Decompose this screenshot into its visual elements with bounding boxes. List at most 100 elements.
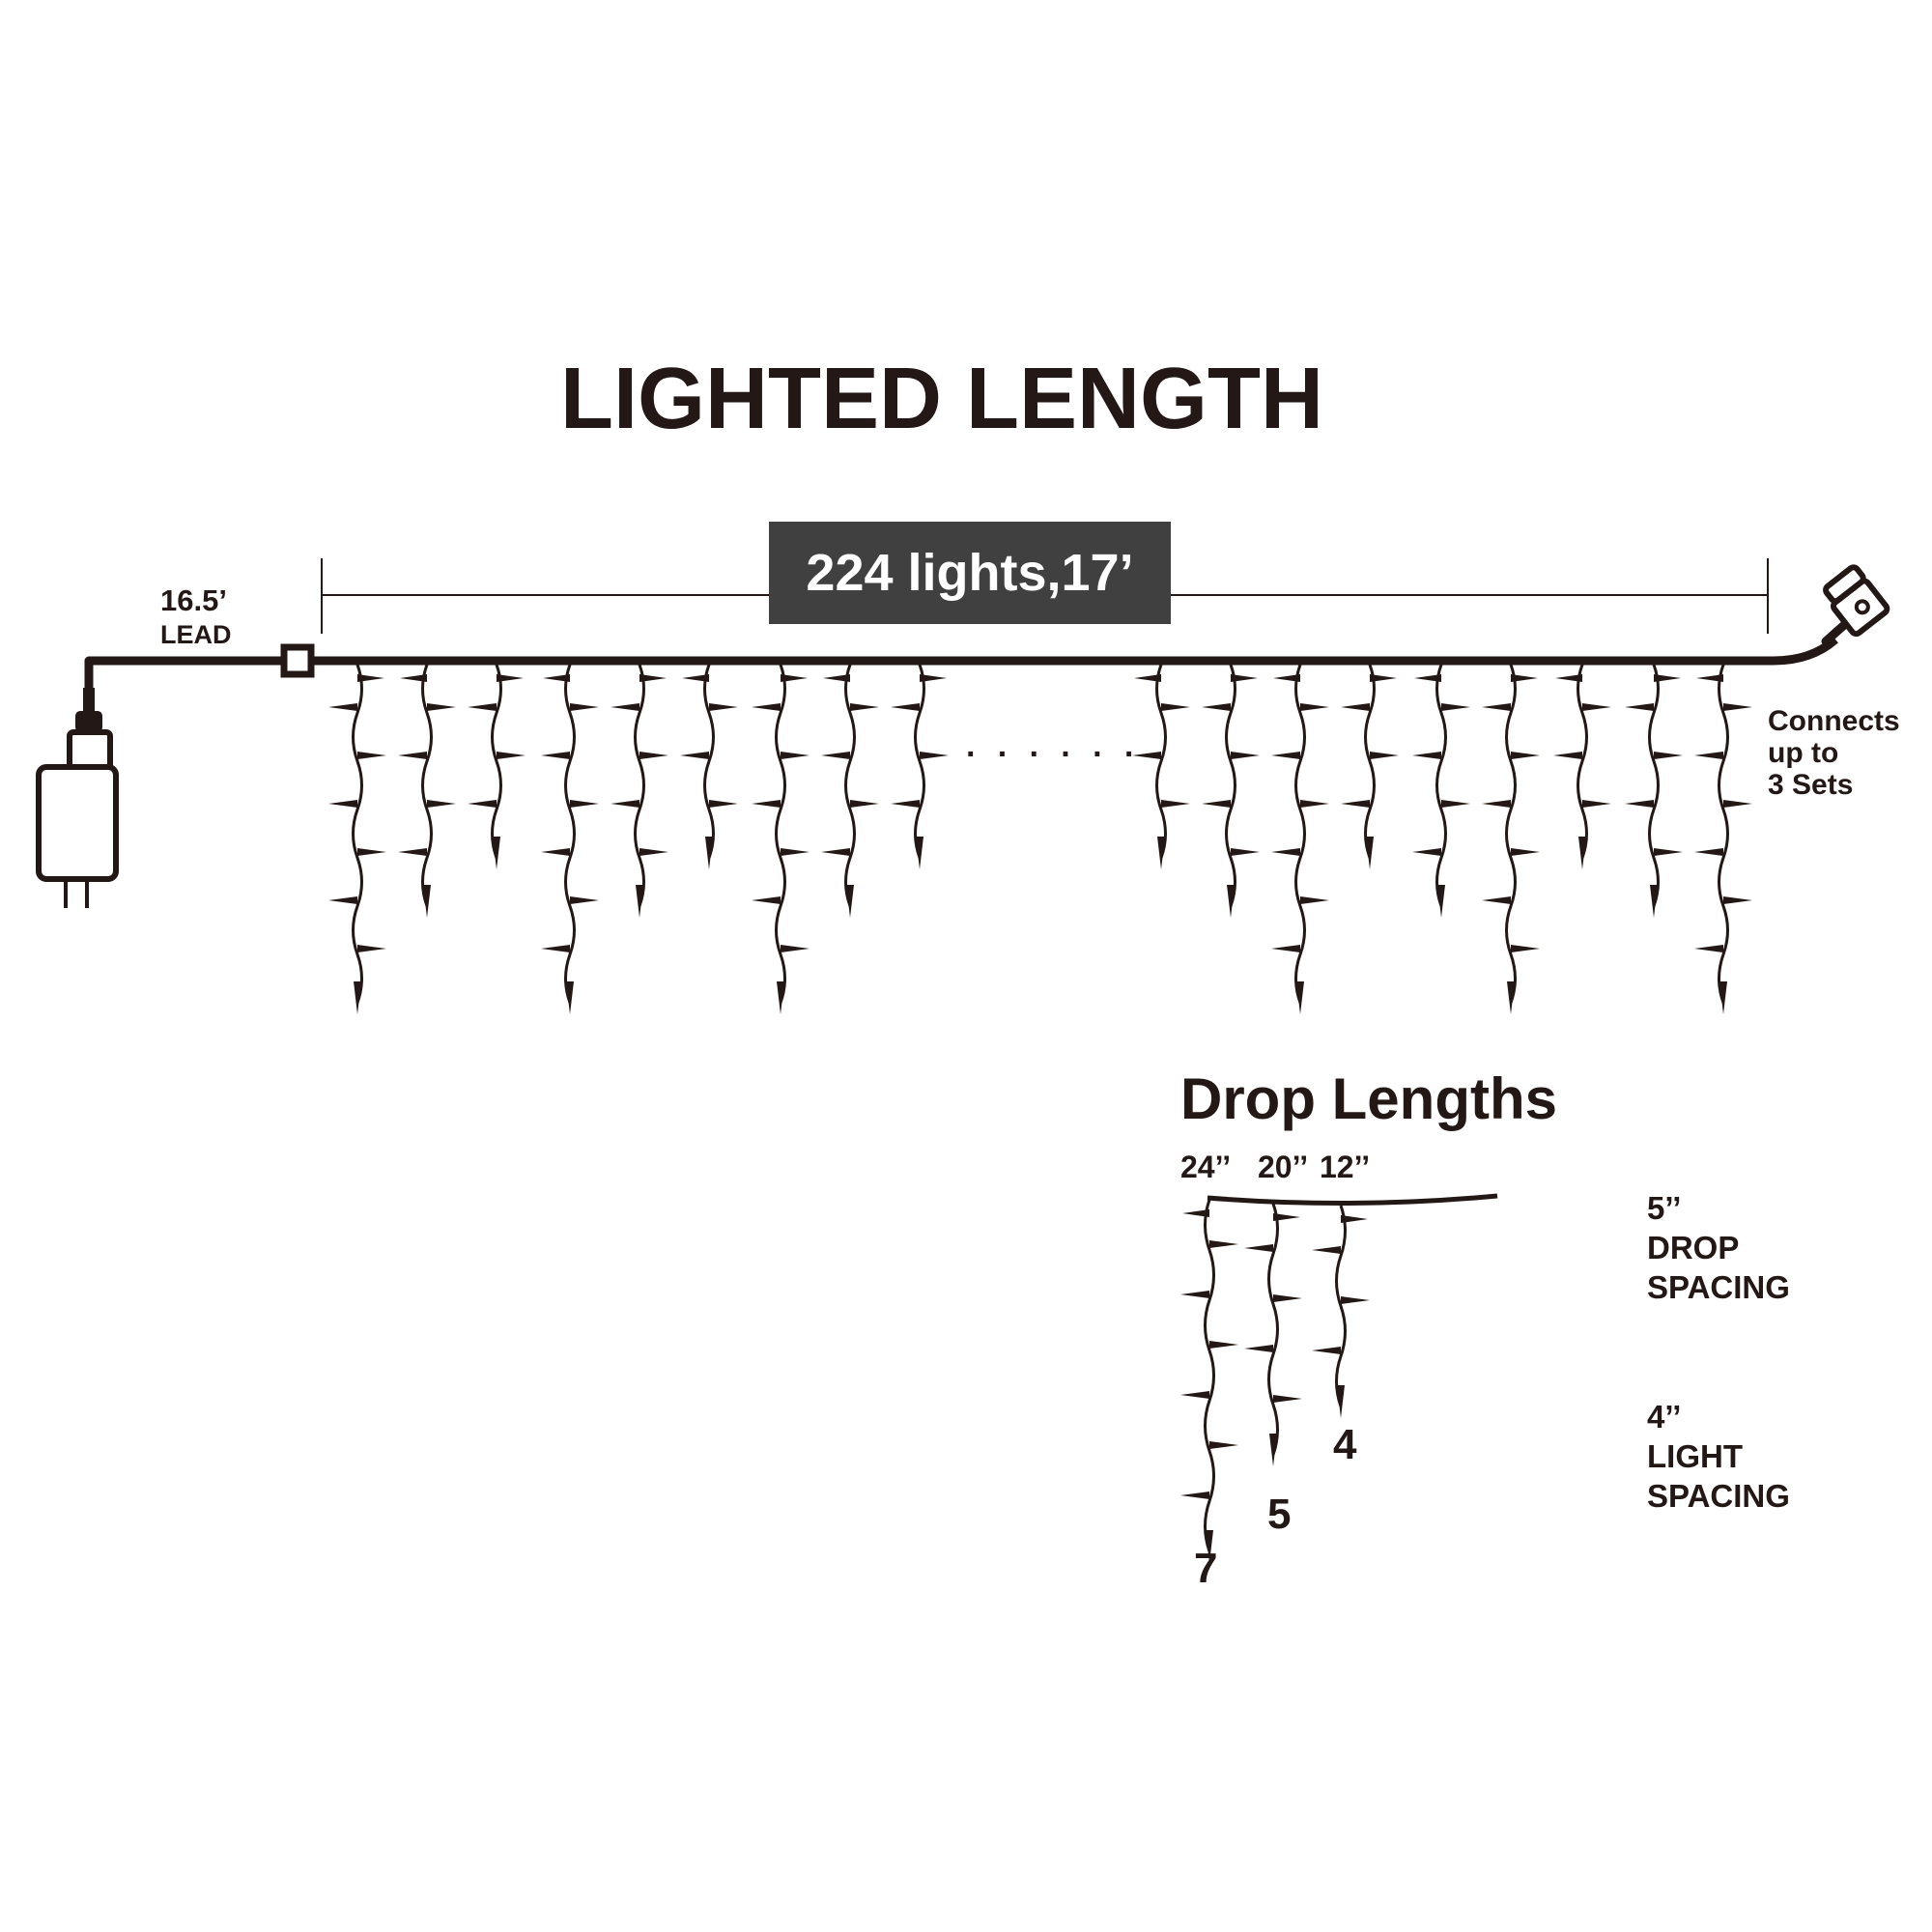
light-bulb [427, 800, 456, 808]
icicle-drop [1412, 664, 1470, 918]
connects-line-2: up to [1768, 737, 1839, 769]
light-bulb [328, 800, 357, 808]
icicle-drop [1482, 664, 1540, 1014]
light-bulb [781, 752, 810, 759]
icicle-drop [541, 664, 599, 1014]
light-bulb [1441, 800, 1470, 808]
light-bulb [709, 800, 738, 808]
light-bulb [1209, 1341, 1238, 1349]
light-bulb [682, 674, 709, 682]
light-bulb [1182, 1209, 1209, 1217]
light-bulb [357, 674, 384, 682]
lead-label: LEAD [160, 620, 232, 649]
light-bulb [752, 800, 781, 808]
light-bulb [400, 674, 427, 682]
detail-drops [1180, 1199, 1370, 1563]
drop-count-7: 7 [1194, 1545, 1218, 1592]
light-bulb [1625, 800, 1654, 808]
light-bulb [468, 703, 497, 711]
light-bulb [1441, 703, 1470, 711]
light-bulb [1132, 752, 1161, 759]
light-bulb [1209, 1240, 1238, 1248]
drop-count-4: 4 [1333, 1421, 1357, 1468]
light-bulb [821, 752, 850, 759]
light-bulb [1694, 752, 1723, 759]
end-light-bulb [1227, 885, 1235, 918]
connects-line-3: 3 Sets [1768, 769, 1854, 801]
light-spacing-note: 4’’ LIGHT SPACING [1647, 1397, 1790, 1516]
light-bulb [1271, 848, 1300, 856]
lighted-length-badge: 224 lights,17’ [769, 522, 1171, 624]
icicle-drop [468, 664, 526, 869]
light-bulb [1161, 703, 1190, 711]
drop-spacing-label-2: SPACING [1647, 1269, 1790, 1305]
end-light-bulb [705, 837, 713, 869]
light-bulb [752, 896, 781, 904]
light-bulb [709, 703, 738, 711]
light-bulb [1723, 703, 1752, 711]
light-bulb [1271, 945, 1300, 952]
icicle-drop [398, 664, 456, 918]
light-bulb [1511, 945, 1540, 952]
light-bulb [1553, 752, 1582, 759]
end-light-bulb [1366, 837, 1374, 869]
end-light-bulb [1269, 1434, 1277, 1466]
end-light-bulb [777, 981, 784, 1014]
end-light-bulb [636, 885, 643, 918]
light-bulb [1412, 848, 1441, 856]
light-bulb [611, 703, 639, 711]
light-bulb [1312, 1347, 1341, 1354]
light-bulb [1723, 896, 1752, 904]
light-bulb [680, 752, 709, 759]
light-bulb [1180, 1291, 1209, 1298]
light-bulb [1134, 674, 1161, 682]
light-bulb [1273, 674, 1300, 682]
light-bulb [541, 848, 570, 856]
icicle-drop [1694, 664, 1752, 1014]
light-bulb [1273, 1294, 1302, 1302]
icicle-drop [821, 664, 879, 918]
end-light-bulb [1578, 837, 1586, 869]
light-bulb [639, 848, 668, 856]
icicle-drop [891, 664, 949, 869]
light-bulb [1231, 674, 1258, 682]
light-bulb [611, 800, 639, 808]
end-light-bulb [423, 885, 431, 918]
light-bulb [357, 945, 386, 952]
light-bulb [541, 752, 570, 759]
light-bulb [920, 674, 947, 682]
end-light-bulb [1719, 981, 1727, 1014]
end-light-bulb [493, 837, 500, 869]
light-bulb [570, 896, 599, 904]
drop-length-20: 20’’ [1258, 1150, 1309, 1184]
drop-count-5: 5 [1267, 1491, 1292, 1538]
light-bulb [1414, 674, 1441, 682]
light-bulb [543, 674, 570, 682]
light-bulb [1300, 703, 1329, 711]
page-title: LIGHTED LENGTH [560, 351, 1323, 447]
light-spacing-label-2: SPACING [1647, 1478, 1790, 1514]
icicle-drops [328, 664, 1752, 1014]
light-bulb [328, 703, 357, 711]
end-light-bulb [916, 837, 923, 869]
light-bulb [357, 848, 386, 856]
light-bulb [1341, 1296, 1370, 1304]
light-bulb [1341, 800, 1370, 808]
light-bulb [1370, 674, 1397, 682]
light-bulb [398, 752, 427, 759]
end-light-bulb [846, 885, 854, 918]
light-bulb [1696, 674, 1723, 682]
icicle-drop [328, 664, 386, 1014]
light-bulb [1341, 703, 1370, 711]
icicle-drop [680, 664, 738, 869]
icicle-drop [1553, 664, 1611, 869]
light-bulb [1412, 752, 1441, 759]
light-bulb [1370, 752, 1399, 759]
light-bulb [1273, 1213, 1300, 1221]
light-bulb [1209, 1441, 1238, 1449]
light-bulb [781, 945, 810, 952]
drop-spacing-note: 5’’ DROP SPACING [1647, 1188, 1790, 1307]
light-bulb [752, 703, 781, 711]
continuation-dots: · · · · · · [966, 736, 1142, 773]
